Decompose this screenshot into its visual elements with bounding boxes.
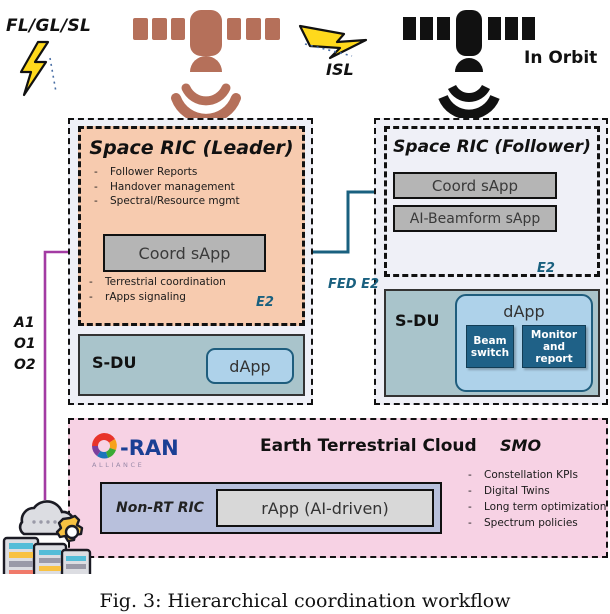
o2-label: O2 [14, 357, 36, 373]
cloud-server-gear-icon [2, 500, 92, 574]
leader-bullet: Terrestrial coordination [105, 276, 226, 288]
satellite-icon-leader [133, 10, 280, 124]
non-rt-ric-box: Non-RT RIC rApp (AI-driven) [100, 482, 442, 534]
earth-terrestrial-cloud-box: -RAN ALLIANCE Earth Terrestrial Cloud SM… [68, 418, 608, 558]
in-orbit-label: In Orbit [524, 48, 598, 68]
rapp-box[interactable]: rApp (AI-driven) [215, 489, 434, 527]
smo-bullet: Constellation KPIs [484, 469, 578, 481]
space-ric-follower-title: Space RIC (Follower) [393, 137, 591, 157]
a1-label: A1 [14, 315, 35, 331]
figure-caption: Fig. 3: Hierarchical coordination workfl… [99, 590, 511, 612]
smo-bullet: Digital Twins [484, 485, 550, 497]
oran-wordmark: -RAN [120, 436, 179, 460]
monitor-line2: and report [535, 340, 573, 365]
leader-dapp-box[interactable]: dApp [206, 348, 294, 384]
follower-dapp-label: dApp [503, 302, 545, 321]
smo-label: SMO [500, 436, 542, 455]
leader-bullets-bottom: -Terrestrial coordination -rApps signali… [89, 276, 226, 303]
smo-bullet: Spectrum policies [484, 517, 578, 529]
earth-cloud-title: Earth Terrestrial Cloud [260, 436, 477, 456]
o-ran-alliance-logo: -RAN ALLIANCE [91, 432, 179, 469]
space-ric-leader-box: Space RIC (Leader) -Follower Reports -Ha… [78, 126, 305, 326]
leader-bullets-top: -Follower Reports -Handover management -… [94, 166, 240, 207]
space-ric-follower-box: Space RIC (Follower) [384, 126, 600, 277]
smo-bullets: -Constellation KPIs -Digital Twins -Long… [468, 469, 607, 529]
beam-switch-line1: Beam [473, 334, 507, 347]
leader-bullet: Follower Reports [110, 166, 198, 178]
lightning-bolt-icon-isl [298, 24, 368, 60]
lightning-bolt-icon-fl [19, 40, 57, 97]
e2-follower-label: E2 [537, 261, 555, 276]
monitor-line1: Monitor [530, 328, 578, 341]
o1-label: O1 [14, 336, 36, 352]
non-rt-ric-label: Non-RT RIC [116, 500, 204, 516]
alliance-wordmark: ALLIANCE [92, 461, 144, 469]
follower-ai-beamform-sapp-box[interactable]: AI-Beamform sApp [393, 205, 557, 232]
follower-coord-sapp-box[interactable]: Coord sApp [393, 172, 557, 199]
satellite-icon-follower [403, 10, 535, 120]
monitor-and-report-module[interactable]: Monitor and report [522, 325, 586, 368]
oran-ring-icon [91, 432, 117, 459]
space-ric-leader-title: Space RIC (Leader) [89, 137, 294, 159]
beam-switch-line2: switch [470, 346, 510, 359]
beam-switch-module[interactable]: Beam switch [466, 325, 514, 368]
leader-bullet: Handover management [110, 180, 235, 193]
smo-bullet: Long term optimization [484, 501, 607, 513]
e2-leader-label: E2 [256, 295, 274, 310]
follower-sdu-label: S-DU [395, 311, 440, 330]
fed-e2-label: FED E2 [328, 277, 380, 292]
follower-dapp-box[interactable]: dApp Beam switch Monitor and report [455, 294, 593, 392]
leader-bullet: rApps signaling [105, 290, 186, 303]
a1-o1-o2-labels: A1 O1 O2 [14, 313, 36, 376]
gear-icon [55, 514, 84, 543]
isl-label: ISL [326, 60, 354, 79]
fl-gl-sl-label: FL/GL/SL [6, 16, 92, 36]
leader-bullet: Spectral/Resource mgmt [110, 195, 240, 207]
leader-coord-sapp-box[interactable]: Coord sApp [103, 234, 266, 272]
leader-sdu-label: S-DU [92, 353, 137, 372]
